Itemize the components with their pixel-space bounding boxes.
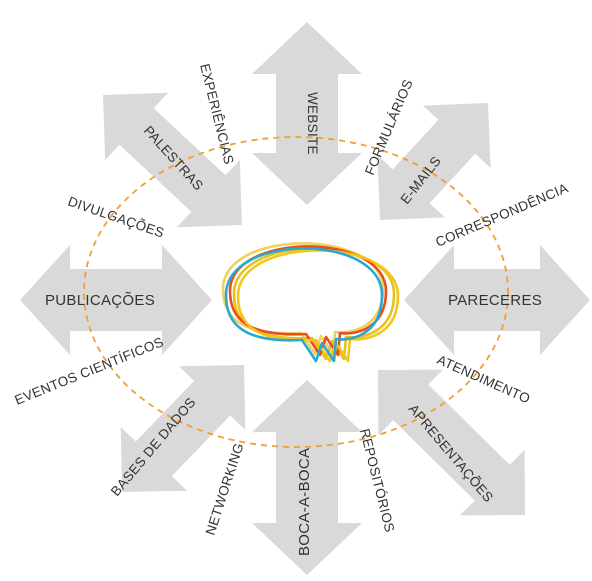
label-divulgacoes: DIVULGAÇÕES	[66, 194, 166, 241]
arrow-bottom-right	[378, 369, 525, 516]
label-repositorios: REPOSITÓRIOS	[357, 427, 397, 534]
arrow-top-right	[377, 103, 491, 220]
label-pareceres: PARECERES	[448, 292, 542, 309]
arrows-group	[20, 22, 590, 575]
label-boca: BOCA-A-BOCA	[296, 448, 313, 556]
arrow-bottom	[252, 380, 362, 575]
arrow-right	[404, 245, 590, 355]
speech-bubble-outline	[224, 247, 384, 363]
label-website: WEBSITE	[305, 92, 320, 155]
label-experiencias: EXPERIÊNCIAS	[197, 62, 237, 166]
arrow-left	[20, 245, 212, 355]
arrow-bottom-left	[120, 365, 246, 492]
label-eventos: EVENTOS CIENTÍFICOS	[13, 334, 166, 408]
arrow-top	[252, 22, 362, 205]
label-publicacoes: PUBLICAÇÕES	[45, 292, 155, 309]
dashed-ring	[83, 136, 509, 448]
speech-bubble-icon	[221, 242, 400, 363]
label-correspondencia: CORRESPONDÊNCIA	[433, 180, 570, 249]
arrow-top-left	[103, 92, 242, 228]
label-networking: NETWORKING	[203, 441, 247, 537]
speech-bubble-outline	[236, 249, 400, 363]
